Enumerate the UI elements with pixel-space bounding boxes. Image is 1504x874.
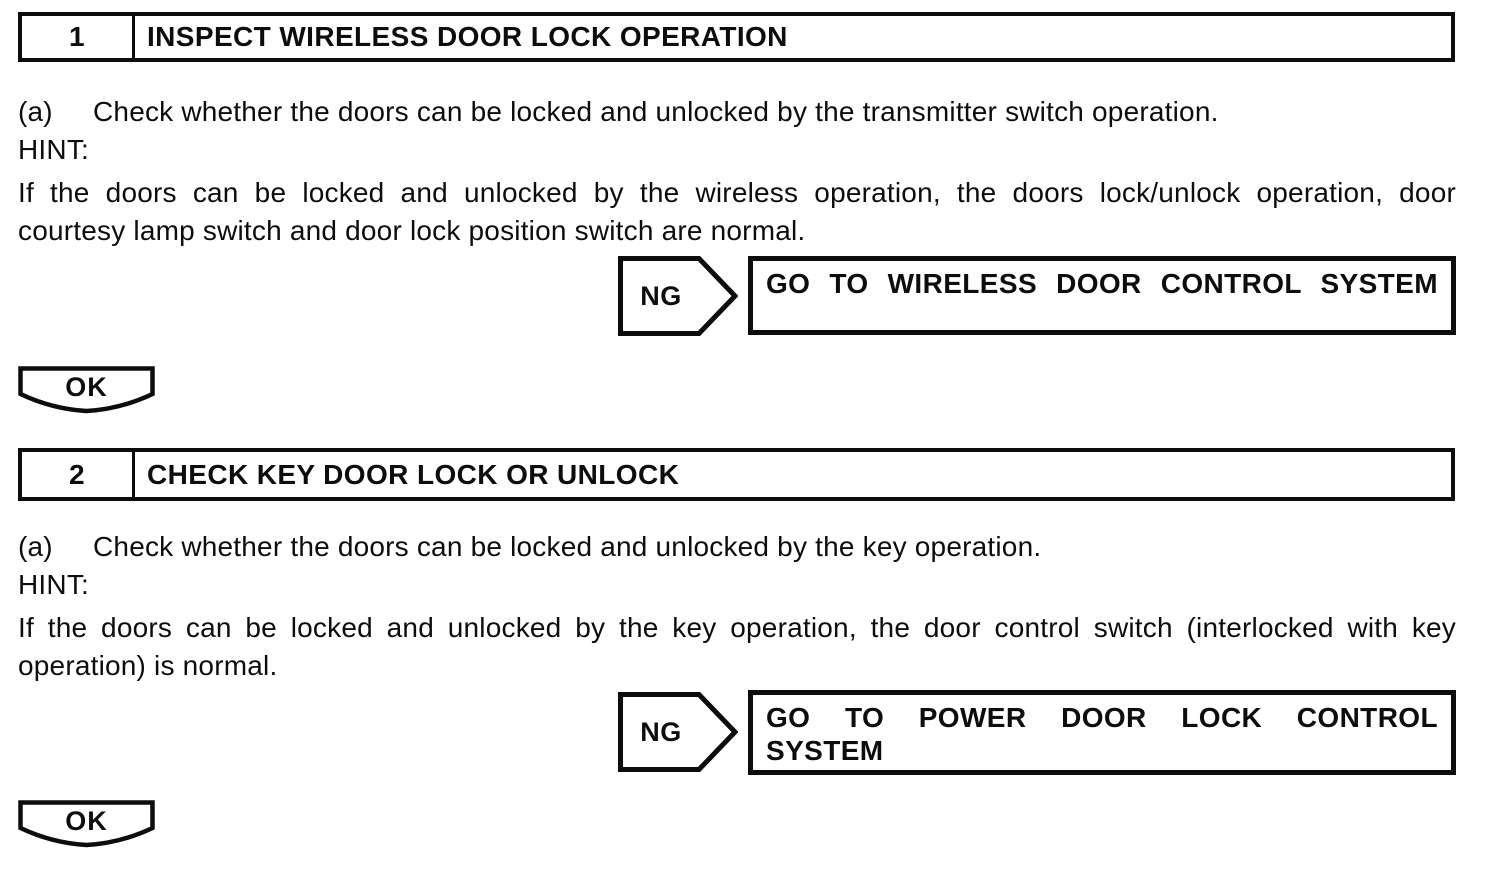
step-2-ok-label: OK [65,805,108,836]
ok-banner-icon [18,800,155,848]
step-1-ng-label: NG [640,280,682,311]
step-2-hint-line-1: If the doors can be locked and unlocked … [18,612,1456,643]
step-2-ok-badge: OK [18,800,155,850]
step-2-hint-line-2: operation) is normal. [18,650,278,681]
step-1-number: 1 [22,16,135,58]
step-1-header: 1 INSPECT WIRELESS DOOR LOCK OPERATION [18,12,1455,62]
step-2-instruction-line: (a) Check whether the doors can be locked… [18,528,1456,566]
step-1-instruction-line: (a) Check whether the doors can be locked… [18,93,1456,131]
step-1-ok-badge: OK [18,366,155,416]
step-1-body: (a) Check whether the doors can be locked… [18,93,1456,250]
ok-banner-icon [18,366,155,414]
ng-arrow-icon [618,256,738,336]
step-2-hint-label: HINT: [18,569,89,600]
step-2-instruction-text: Check whether the doors can be locked an… [93,531,1042,562]
step-2-ng-pointer: NG [618,692,738,772]
step-2-instruction-label: (a) [18,531,53,562]
step-2-number: 2 [22,452,135,497]
step-1-title: INSPECT WIRELESS DOOR LOCK OPERATION [147,21,788,52]
step-1-hint-label: HINT: [18,134,89,165]
step-1-ng-pointer: NG [618,256,738,336]
step-1-instruction-label: (a) [18,96,53,127]
step-1-hint-line-1: If the doors can be locked and unlocked … [18,177,1456,208]
ng-arrow-icon [618,692,738,772]
step-1-instruction-text: Check whether the doors can be locked an… [93,96,1219,127]
step-2-ng-action-line-1: GO TO POWER DOOR LOCK CONTROL [766,702,1438,733]
step-2-ng-action-box: GO TO POWER DOOR LOCK CONTROL SYSTEM [748,690,1456,775]
step-2-header: 2 CHECK KEY DOOR LOCK OR UNLOCK [18,448,1455,501]
step-2-body: (a) Check whether the doors can be locked… [18,528,1456,685]
step-1-ng-action-box: GO TO WIRELESS DOOR CONTROL SYSTEM [748,256,1456,335]
step-2-ng-action-line-2: SYSTEM [766,735,884,766]
step-1-ok-label: OK [65,371,108,402]
step-1-ng-action-line-1: GO TO WIRELESS DOOR CONTROL SYSTEM [766,268,1438,299]
step-1-hint-line-2: courtesy lamp switch and door lock posit… [18,215,806,246]
step-2-ng-label: NG [640,716,682,747]
step-2-title: CHECK KEY DOOR LOCK OR UNLOCK [147,458,680,490]
